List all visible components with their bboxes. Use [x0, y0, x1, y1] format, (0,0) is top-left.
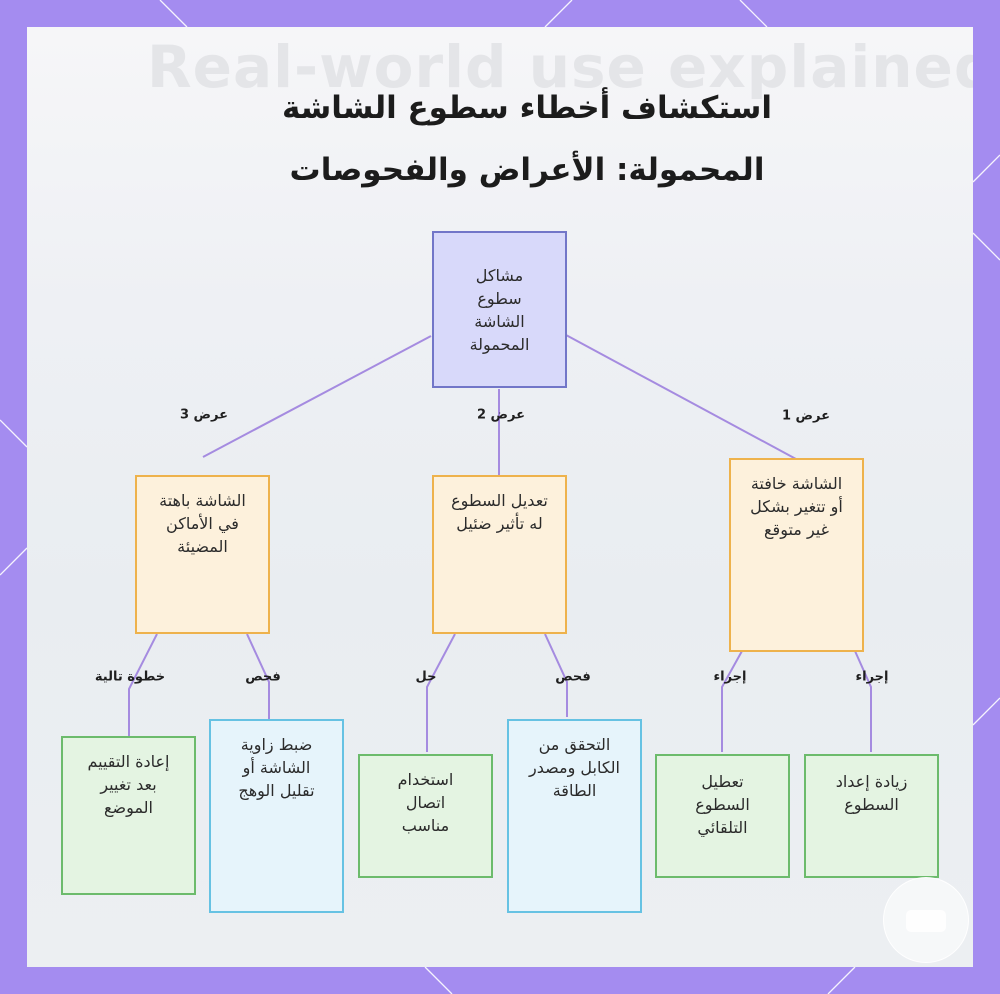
check-node-screen-angle-label: ضبط زاوية الشاشة أو تقليل الوهج: [238, 735, 315, 800]
edge-label-reassess: خطوة تالية: [94, 669, 166, 685]
edge-root-symptom3: [202, 335, 432, 458]
corner-badge: [883, 877, 969, 963]
action-node-increase-brightness: زيادة إعداد السطوع: [804, 754, 939, 878]
edge-symptom1-disable: [721, 650, 743, 752]
action-node-disable-auto-brightness: تعطيل السطوع التلقائي: [655, 754, 790, 878]
root-node: مشاكل سطوع الشاشة المحمولة: [432, 231, 567, 388]
edge-symptom3-angle: [246, 633, 270, 719]
diagram-card: Real-world use explained استكشاف أخطاء س…: [27, 27, 973, 967]
edge-symptom1-increase: [854, 650, 872, 752]
edge-label-angle: فحص: [245, 669, 281, 685]
edge-symptom3-reassess: [128, 633, 158, 736]
action-node-increase-brightness-label: زيادة إعداد السطوع: [835, 772, 908, 814]
edge-label-increase: إجراء: [855, 669, 889, 685]
symptom-node-1: الشاشة خافتة أو تتغير بشكل غير متوقع: [729, 458, 864, 652]
symptom-node-3: الشاشة باهتة في الأماكن المضيئة: [135, 475, 270, 634]
background-heading: Real-world use explained: [147, 33, 973, 101]
action-node-proper-connection: استخدام اتصال مناسب: [358, 754, 493, 878]
edge-label-cable: فحص: [555, 669, 591, 685]
symptom-node-2-label: تعديل السطوع له تأثير ضئيل: [451, 491, 548, 533]
edge-label-symptom2: عرض 2: [476, 407, 526, 423]
edge-symptom2-cable: [544, 633, 568, 717]
edge-label-symptom3: عرض 3: [179, 407, 229, 423]
action-node-reassess: إعادة التقييم بعد تغيير الموضع: [61, 736, 196, 895]
symptom-node-3-label: الشاشة باهتة في الأماكن المضيئة: [159, 491, 246, 556]
caption-icon: [906, 910, 946, 932]
edge-label-symptom1: عرض 1: [781, 408, 831, 424]
edge-label-connection: حل: [415, 669, 437, 685]
edge-label-disable-auto: إجراء: [713, 669, 747, 685]
check-node-screen-angle: ضبط زاوية الشاشة أو تقليل الوهج: [209, 719, 344, 913]
edge-lines: [128, 334, 872, 752]
action-node-proper-connection-label: استخدام اتصال مناسب: [397, 770, 454, 835]
root-node-label: مشاكل سطوع الشاشة المحمولة: [469, 265, 530, 354]
check-node-cable-power-label: التحقق من الكابل ومصدر الطاقة: [529, 735, 620, 800]
symptom-node-1-label: الشاشة خافتة أو تتغير بشكل غير متوقع: [750, 474, 843, 539]
check-node-cable-power: التحقق من الكابل ومصدر الطاقة: [507, 719, 642, 913]
diagram-title: استكشاف أخطاء سطوع الشاشة المحمولة: الأع…: [281, 90, 773, 188]
symptom-node-2: تعديل السطوع له تأثير ضئيل: [432, 475, 567, 634]
edge-root-symptom1: [565, 334, 797, 460]
action-node-reassess-label: إعادة التقييم بعد تغيير الموضع: [87, 752, 170, 817]
action-node-disable-auto-brightness-label: تعطيل السطوع التلقائي: [695, 772, 750, 837]
edge-symptom2-connection: [426, 633, 456, 752]
